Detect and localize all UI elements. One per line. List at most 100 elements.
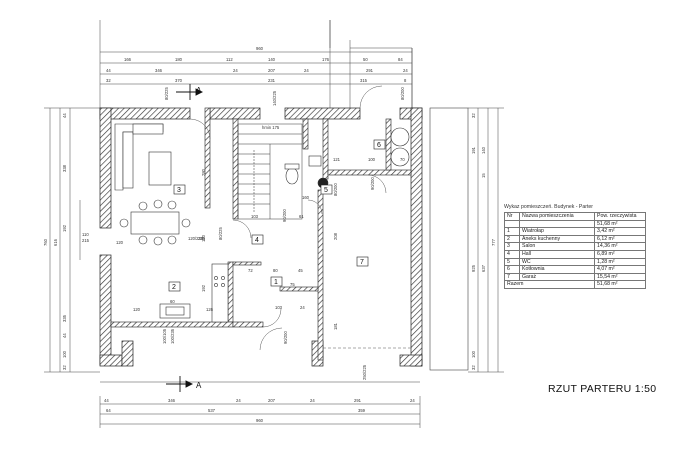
svg-text:338: 338 xyxy=(62,164,67,172)
svg-text:15: 15 xyxy=(481,173,486,178)
total-value: 51,68 m² xyxy=(594,280,646,289)
row-area: 6,12 m² xyxy=(594,234,646,244)
svg-text:112: 112 xyxy=(226,57,233,62)
svg-text:359: 359 xyxy=(358,408,366,413)
row-area: 3,42 m² xyxy=(594,227,646,236)
svg-text:64: 64 xyxy=(106,408,111,413)
svg-text:235: 235 xyxy=(198,236,206,241)
row-area: 1,28 m² xyxy=(594,257,646,267)
svg-text:207: 207 xyxy=(268,68,276,73)
svg-text:346: 346 xyxy=(168,398,176,403)
svg-text:207: 207 xyxy=(268,398,276,403)
svg-text:346: 346 xyxy=(155,68,163,73)
svg-text:291: 291 xyxy=(354,398,362,403)
svg-text:32: 32 xyxy=(106,78,111,83)
dining-set xyxy=(119,199,191,246)
dim-bottom-row1: 44 346 24 207 24 291 24 xyxy=(104,398,415,403)
room-number-3: 3 xyxy=(177,187,181,194)
svg-text:24: 24 xyxy=(236,398,241,403)
room-number-6: 6 xyxy=(377,142,381,149)
right-dimensions xyxy=(468,107,504,373)
svg-text:44: 44 xyxy=(104,398,109,403)
svg-text:925: 925 xyxy=(471,264,476,272)
room-number-1: 1 xyxy=(274,279,278,286)
svg-text:hmin 175: hmin 175 xyxy=(262,125,280,130)
room-number-2: 2 xyxy=(172,284,176,291)
section-mark-bottom: A xyxy=(196,381,202,390)
svg-text:24: 24 xyxy=(310,398,315,403)
dim-top-overall: 960 xyxy=(256,46,264,51)
exterior-walls xyxy=(99,107,423,367)
svg-text:103: 103 xyxy=(275,305,283,310)
row-area: 4,07 m² xyxy=(594,265,646,274)
svg-text:250/225: 250/225 xyxy=(362,364,367,380)
sofa xyxy=(114,123,164,191)
svg-text:103: 103 xyxy=(251,214,259,219)
header-area: Pow. rzeczywista xyxy=(594,212,646,221)
svg-text:100/105: 100/105 xyxy=(162,328,167,344)
row-name: Kotłownia xyxy=(519,265,595,274)
total-label: Razem xyxy=(504,280,595,289)
row-nr: 4 xyxy=(504,249,520,259)
svg-text:121: 121 xyxy=(333,157,341,162)
section-line xyxy=(166,84,204,392)
svg-text:335: 335 xyxy=(62,314,67,322)
svg-text:72: 72 xyxy=(248,268,253,273)
svg-text:231: 231 xyxy=(268,78,276,83)
svg-text:100/235: 100/235 xyxy=(170,328,175,344)
room-schedule-body: Nr Nazwa pomieszczenia Pow. rzeczywista … xyxy=(504,212,646,282)
row-name: Aneks kuchenny xyxy=(519,234,595,244)
row-nr: 7 xyxy=(504,272,520,282)
plan-title: RZUT PARTERU 1:50 xyxy=(548,383,657,395)
svg-text:80/225: 80/225 xyxy=(164,87,169,100)
room-number-5: 5 xyxy=(324,187,328,194)
svg-text:180: 180 xyxy=(175,57,183,62)
interior-walls xyxy=(110,107,412,361)
room-number-4: 4 xyxy=(255,237,259,244)
svg-text:120: 120 xyxy=(116,240,124,245)
room-table-caption: Wykaz pomieszczeń. Budynek - Parter xyxy=(504,204,594,210)
svg-text:192: 192 xyxy=(62,224,67,232)
svg-text:90/200: 90/200 xyxy=(282,209,287,222)
svg-text:100: 100 xyxy=(471,350,476,358)
svg-text:84: 84 xyxy=(398,57,403,62)
coffee-table xyxy=(148,151,172,186)
top-dimensions xyxy=(99,20,413,108)
row-name: Salon xyxy=(519,242,595,251)
svg-text:60: 60 xyxy=(170,299,175,304)
svg-text:61: 61 xyxy=(299,214,304,219)
svg-text:90/200: 90/200 xyxy=(370,177,375,190)
row-nr: 3 xyxy=(504,242,520,251)
room-number-boxes xyxy=(168,139,386,292)
row-area: 6,89 m² xyxy=(594,249,646,259)
svg-text:44: 44 xyxy=(62,113,67,118)
svg-text:24: 24 xyxy=(304,68,309,73)
dim-left-outer: 44 338 192 335 44 100 32 xyxy=(62,113,67,370)
dim-left-inner: 110 215 xyxy=(82,232,90,243)
row-nr: 5 xyxy=(504,257,520,267)
svg-text:24: 24 xyxy=(233,68,238,73)
dim-top-row2: 44 346 24 207 24 291 24 xyxy=(106,68,408,73)
row-area: 14,36 m² xyxy=(594,242,646,251)
svg-text:80/225: 80/225 xyxy=(218,227,223,240)
svg-text:315: 315 xyxy=(360,78,368,83)
svg-text:181: 181 xyxy=(333,322,338,330)
kitchen-counter xyxy=(159,263,229,323)
row-nr: 2 xyxy=(504,234,520,244)
svg-text:166: 166 xyxy=(124,57,132,62)
svg-text:32: 32 xyxy=(471,113,476,118)
svg-text:120: 120 xyxy=(133,307,141,312)
svg-text:126: 126 xyxy=(206,307,214,312)
svg-text:140: 140 xyxy=(481,146,486,154)
svg-text:45: 45 xyxy=(298,268,303,273)
left-dimensions xyxy=(44,107,100,373)
svg-text:90/200: 90/200 xyxy=(283,331,288,344)
dim-top-row3: 32 370 231 315 8 xyxy=(106,78,407,83)
site-outline xyxy=(100,20,469,383)
